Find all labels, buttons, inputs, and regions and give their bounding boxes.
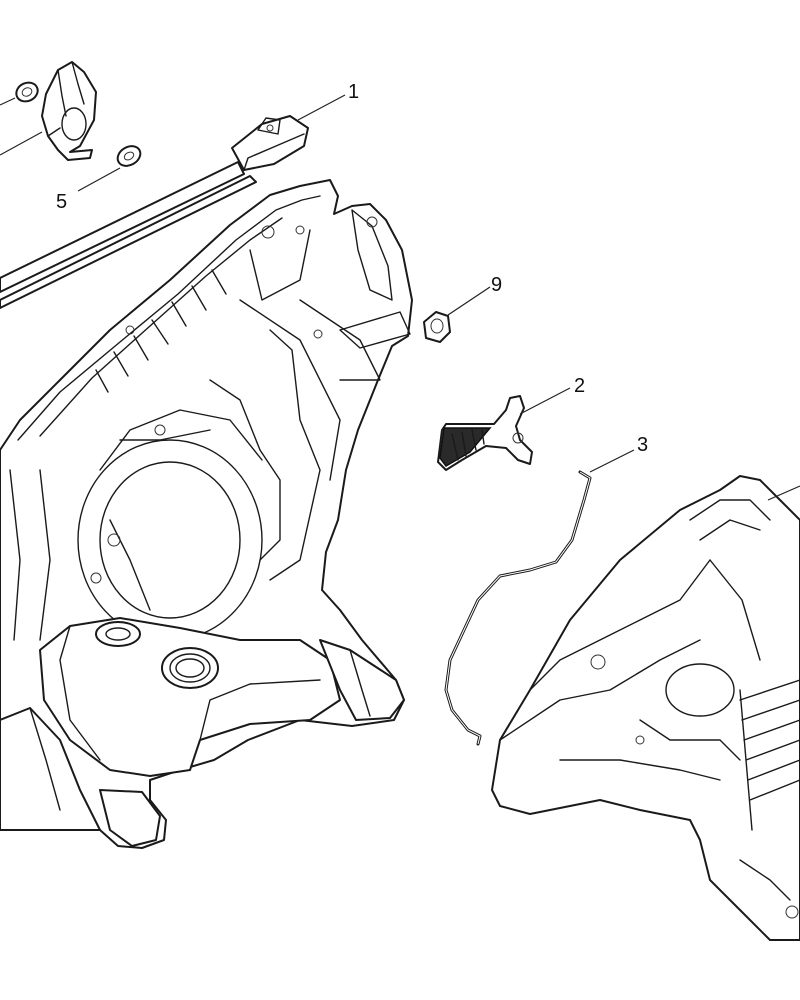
throttle-rod-part-3 bbox=[444, 470, 592, 746]
clamp-bracket bbox=[41, 61, 97, 161]
leader-5 bbox=[77, 167, 121, 192]
callout-2: 2 bbox=[574, 375, 585, 397]
callout-3: 3 bbox=[637, 434, 648, 456]
leader-9 bbox=[447, 286, 491, 316]
leader-2 bbox=[519, 387, 571, 415]
trigger-lever-part-2 bbox=[437, 395, 533, 471]
callout-1: 1 bbox=[348, 81, 359, 103]
side-cover bbox=[491, 475, 800, 941]
blower-housing bbox=[0, 179, 413, 849]
callout-9: 9 bbox=[491, 274, 502, 296]
leader-3 bbox=[589, 449, 635, 473]
washer-5 bbox=[116, 145, 142, 167]
nut-part-9 bbox=[423, 311, 451, 343]
strap-part-1 bbox=[0, 115, 309, 309]
callout-5: 5 bbox=[56, 191, 67, 213]
washer-top-left bbox=[15, 81, 39, 103]
leader-1 bbox=[297, 94, 346, 121]
